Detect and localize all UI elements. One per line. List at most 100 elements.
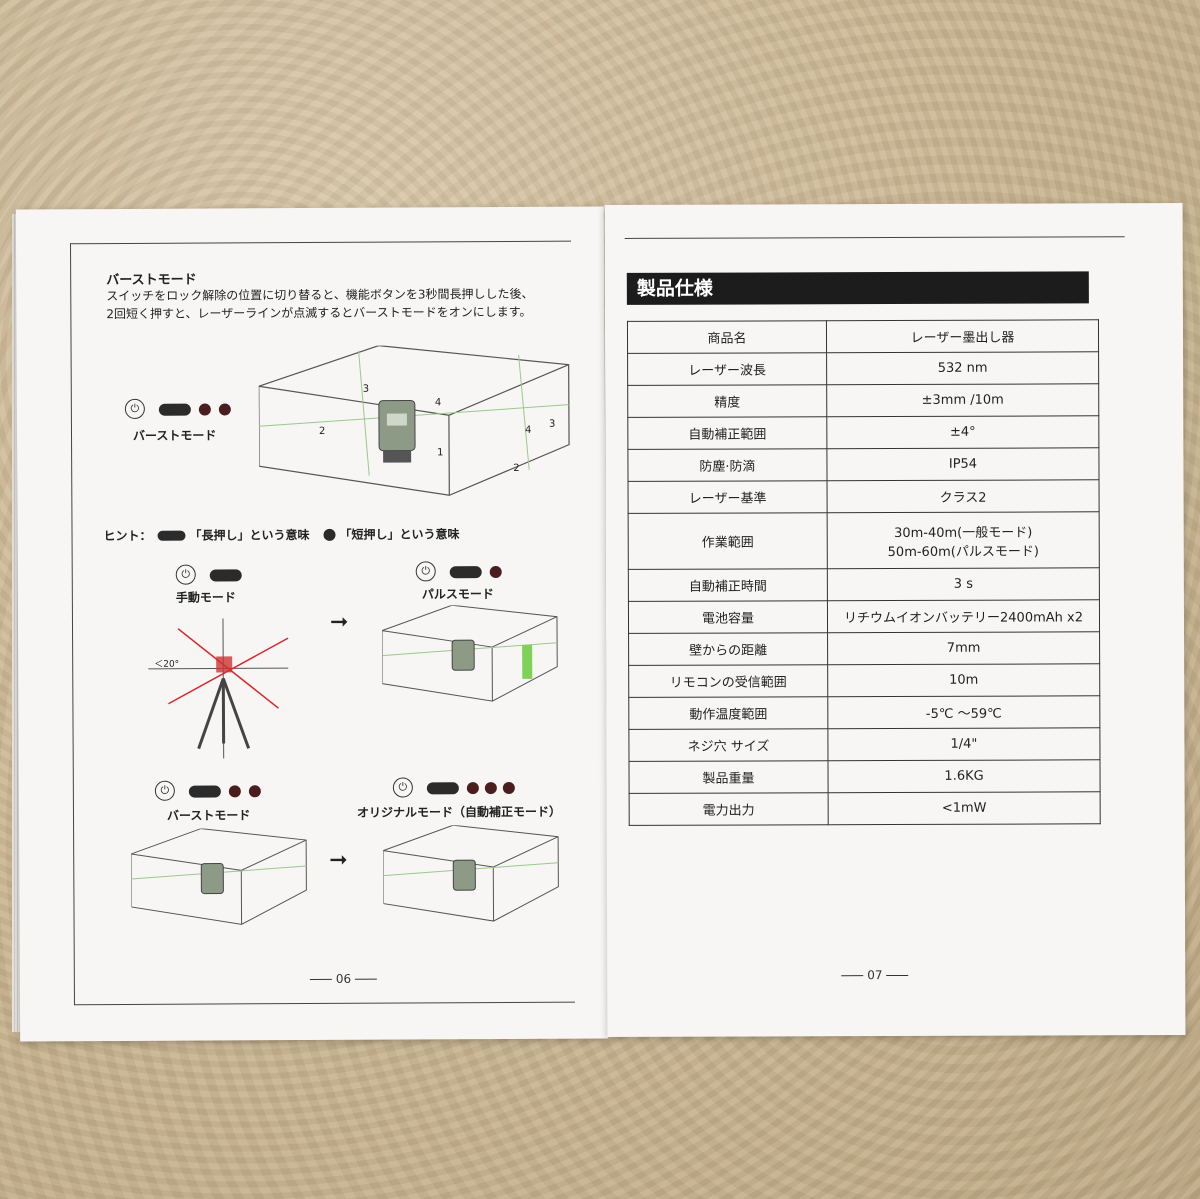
spec-key: 自動補正時間 <box>628 568 828 602</box>
spec-value: <1mW <box>828 791 1101 825</box>
diagram-number: 1 <box>437 447 444 459</box>
section-heading: バーストモード <box>106 272 197 289</box>
spec-key: レーザー波長 <box>627 352 827 386</box>
short-press-indicator <box>198 403 211 416</box>
long-press-indicator <box>426 782 459 795</box>
short-press-indicator <box>502 781 515 795</box>
long-press-indicator <box>157 530 186 541</box>
power-icon: ⏻ <box>154 780 175 801</box>
diagram-number: 3 <box>362 383 370 395</box>
diagram-number: 2 <box>513 462 520 474</box>
spec-key: リモコンの受信範囲 <box>628 664 828 698</box>
diagram-number: 3 <box>548 418 556 430</box>
spec-key: 動作温度範囲 <box>628 696 828 730</box>
tilt-label: ＜20° <box>154 659 180 670</box>
room-pulse-diagram <box>381 604 558 702</box>
spec-key: 電力出力 <box>629 792 829 826</box>
spec-key: 作業範囲 <box>628 512 828 570</box>
short-press-indicator <box>218 403 231 416</box>
power-icon: ⏻ <box>392 777 413 798</box>
hint-text: 「短押し」という意味 <box>339 527 460 542</box>
table-row: レーザー基準クラス2 <box>628 479 1100 514</box>
spec-title: 製品仕様 <box>626 271 1089 305</box>
spec-value: レーザー墨出し器 <box>826 319 1099 353</box>
short-press-indicator <box>228 785 241 798</box>
paragraph-line: 2回短く押すと、レーザーラインが点滅するとバーストモードをオンにします。 <box>106 304 532 322</box>
tripod-tilt-diagram <box>148 618 289 759</box>
spec-value: 7mm <box>827 631 1100 665</box>
diagram-number: 2 <box>318 425 326 437</box>
room-burst-diagram <box>131 828 307 925</box>
short-press-indicator <box>484 782 497 795</box>
short-press-indicator <box>248 785 261 798</box>
spec-value: 1/4" <box>827 727 1100 761</box>
spec-value: リチウムイオンバッテリー2400mAh x2 <box>827 599 1100 633</box>
spec-value: 532 nm <box>826 351 1099 385</box>
power-icon: ⏻ <box>124 398 145 419</box>
long-press-indicator <box>209 569 242 582</box>
power-icon: ⏻ <box>175 564 196 585</box>
spec-key: レーザー基準 <box>628 480 828 514</box>
spec-key: 商品名 <box>627 320 827 354</box>
table-row: 自動補正範囲±4° <box>627 415 1099 450</box>
spec-key: 防塵·防滴 <box>627 448 828 482</box>
page-number: 06 <box>306 972 381 986</box>
table-row: 作業範囲 30m-40m(一般モード) 50m-60m(パルスモード) <box>628 511 1100 570</box>
short-press-indicator <box>489 566 502 579</box>
diagram-number: 4 <box>524 424 532 436</box>
mode-label: オリジナルモード（自動補正モード） <box>356 804 562 820</box>
spec-value: 10m <box>827 663 1100 697</box>
table-row: 商品名レーザー墨出し器 <box>627 319 1099 354</box>
long-press-indicator <box>188 785 221 798</box>
page-number: 07 <box>837 968 912 982</box>
diagram-number: 4 <box>434 397 442 409</box>
spec-value-line: 50m-60m(パルスモード) <box>887 543 1039 560</box>
spec-key: 精度 <box>627 384 827 418</box>
table-row: 動作温度範囲-5℃ ～59℃ <box>628 695 1100 730</box>
spec-value: ±3mm /10m <box>826 383 1099 417</box>
table-row: 電力出力<1mW <box>629 791 1101 826</box>
spec-value: 3 s <box>827 567 1100 601</box>
spec-value: 30m-40m(一般モード) 50m-60m(パルスモード) <box>827 511 1100 569</box>
table-row: 電池容量リチウムイオンバッテリー2400mAh x2 <box>628 599 1100 634</box>
room-laser-diagram <box>258 345 570 496</box>
hint-text: 「長押し」という意味 <box>189 528 310 543</box>
short-press-indicator <box>466 782 479 795</box>
spec-value: 1.6KG <box>827 759 1101 793</box>
room-original-diagram <box>383 824 559 922</box>
table-row: 精度±3mm /10m <box>627 383 1099 418</box>
hint-prefix: ヒント： <box>103 528 152 544</box>
long-press-indicator <box>158 403 191 416</box>
power-icon: ⏻ <box>415 561 436 582</box>
spec-key: ネジ穴 サイズ <box>628 728 828 762</box>
spec-key: 壁からの距離 <box>628 632 828 666</box>
spec-value: クラス2 <box>827 479 1100 513</box>
spec-key: 製品重量 <box>628 760 829 794</box>
page-border-top <box>624 236 1125 239</box>
spec-value: IP54 <box>826 447 1100 481</box>
mode-label: パルスモード <box>421 587 494 602</box>
mode-label: バーストモード <box>166 808 251 823</box>
arrow-right-icon: ➞ <box>329 847 348 873</box>
spec-value: ±4° <box>826 415 1099 449</box>
spec-value-line: 30m-40m(一般モード) <box>894 525 1033 541</box>
short-press-indicator <box>323 528 336 541</box>
spec-key: 自動補正範囲 <box>627 416 827 450</box>
spec-key: 電池容量 <box>628 600 828 634</box>
mode-label: 手動モード <box>175 590 236 605</box>
paragraph-line: スイッチをロック解除の位置に切り替ると、機能ボタンを3秒間長押しした後、 <box>106 286 534 304</box>
arrow-right-icon: ➞ <box>329 609 349 635</box>
spec-value: -5℃ ～59℃ <box>827 695 1100 729</box>
manual-page-left: バーストモード スイッチをロック解除の位置に切り替ると、機能ボタンを3秒間長押し… <box>15 206 609 1042</box>
long-press-indicator <box>449 566 482 579</box>
mode-label: バーストモード <box>132 428 217 443</box>
